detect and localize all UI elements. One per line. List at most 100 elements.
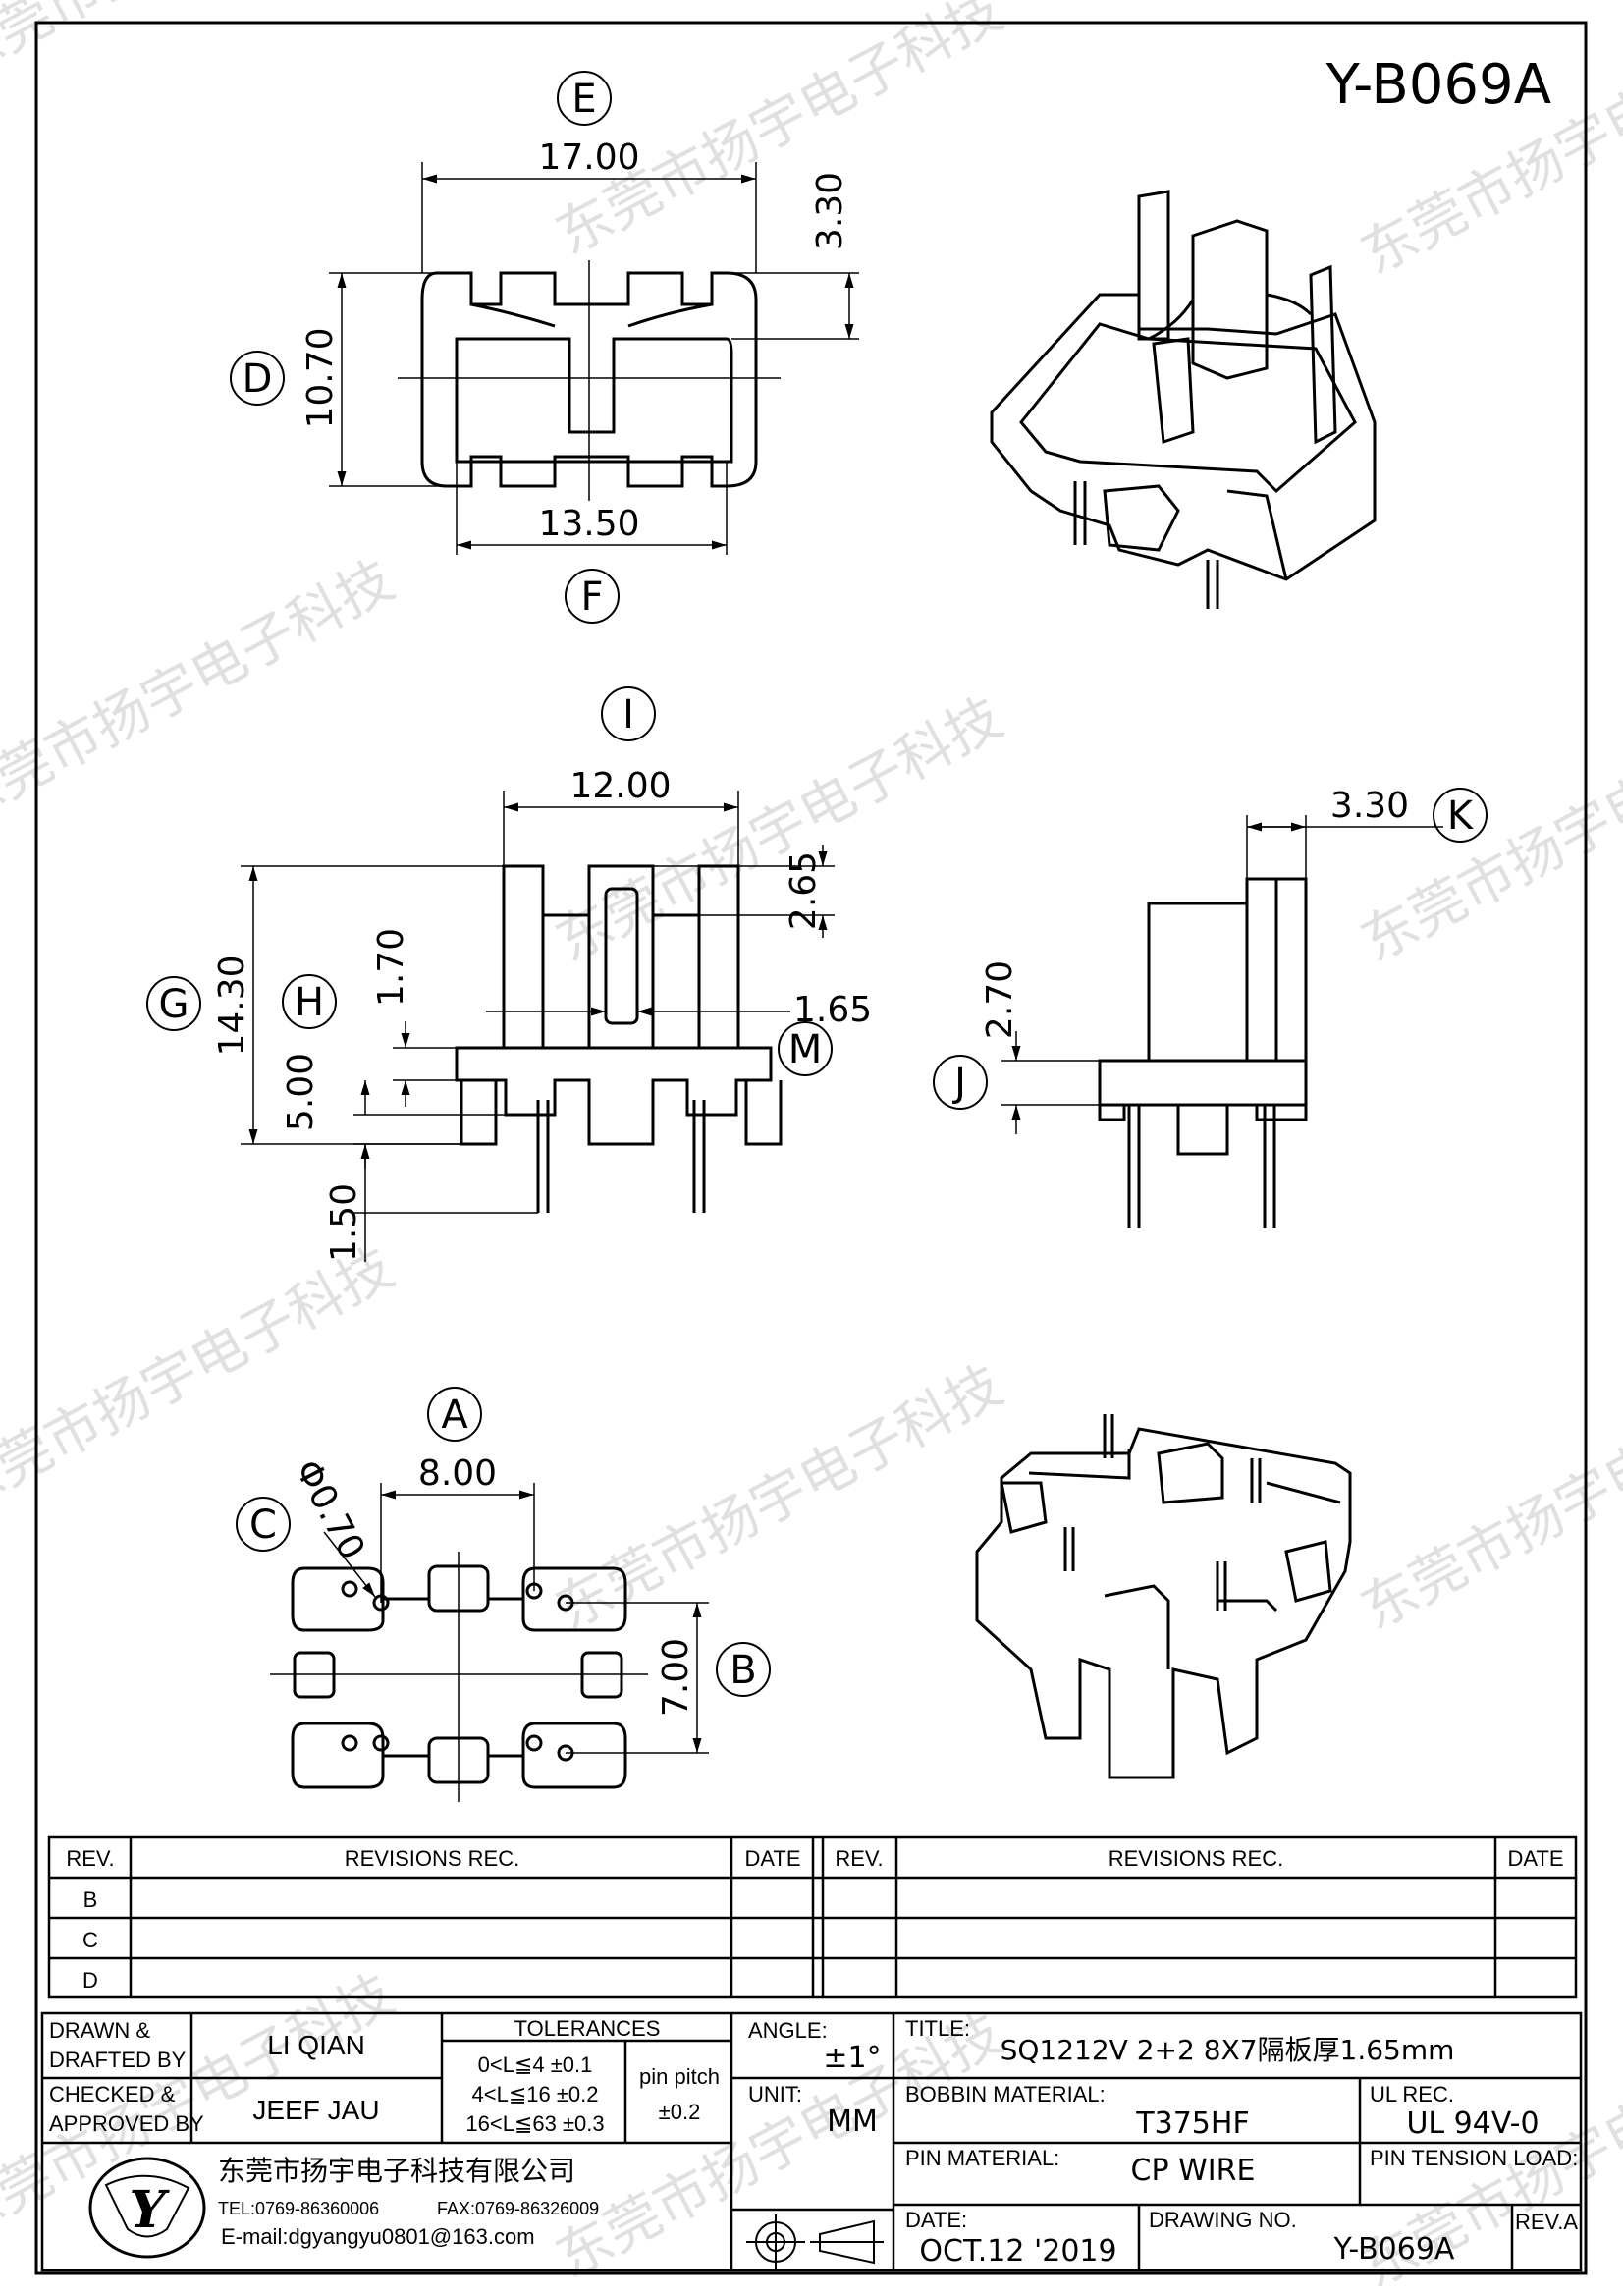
- pin-pitch-value: ±0.2: [659, 2100, 701, 2124]
- title-label: TITLE:: [905, 2016, 970, 2041]
- view-label-D: D: [230, 351, 285, 406]
- dim-front-170: 1.70: [371, 928, 411, 1007]
- rev-row-c: C: [82, 1928, 98, 1952]
- view-label-C: C: [236, 1497, 291, 1552]
- rev-header-date-right: DATE: [1507, 1846, 1563, 1871]
- projection-symbol: [746, 2214, 884, 2269]
- bottom-view-dimensions: [323, 1483, 709, 1754]
- company-tel: TEL:0769-86360006: [218, 2199, 379, 2218]
- top-view-centerlines: [398, 260, 781, 501]
- title-block: [40, 2011, 1583, 2272]
- checked-name: JEEF JAU: [252, 2095, 379, 2125]
- date-label: DATE:: [905, 2208, 967, 2232]
- watermark-text: 东莞市扬宇电子科技: [546, 0, 1013, 267]
- svg-text:F: F: [580, 574, 603, 620]
- dim-front-slot: 2.65: [784, 851, 824, 930]
- unit-label: UNIT:: [748, 2082, 802, 2106]
- front-view: [455, 864, 783, 1213]
- sheet-border: [34, 21, 1588, 2275]
- svg-text:B: B: [730, 1648, 756, 1693]
- front-left-post: [502, 864, 545, 1050]
- drawn-name: LI QIAN: [267, 2030, 365, 2060]
- rev-header-rev-left: REV.: [66, 1846, 114, 1871]
- watermark-text: 东莞市扬宇电子科技: [1351, 685, 1623, 974]
- dim-front-150: 1.50: [324, 1183, 364, 1262]
- dim-top-depth: 3.30: [810, 172, 850, 250]
- watermark-text: 东莞市扬宇电子科技: [0, 548, 405, 837]
- view-label-B: B: [716, 1642, 771, 1697]
- svg-text:H: H: [295, 980, 324, 1025]
- front-slot-inner: [604, 887, 639, 1025]
- side-view: [1098, 877, 1308, 1228]
- angle-label: ANGLE:: [748, 2018, 828, 2043]
- watermark-text: 东莞市扬宇电子科技: [1351, 1353, 1623, 1642]
- dim-front-500: 5.00: [281, 1053, 321, 1131]
- dim-top-height: 10.70: [300, 327, 341, 428]
- ul-rec-value: UL 94V-0: [1406, 2106, 1539, 2141]
- ul-rec-label: UL REC.: [1370, 2082, 1454, 2106]
- angle-value: ±1°: [823, 2041, 881, 2075]
- svg-text:J: J: [951, 1061, 966, 1106]
- dim-bottom-pitch: 8.00: [418, 1453, 497, 1494]
- pin-tension-label: PIN TENSION LOAD:: [1370, 2146, 1578, 2170]
- view-label-F: F: [565, 569, 620, 624]
- isometric-view-bottom: [975, 1414, 1352, 1779]
- checked-label-2: APPROVED BY: [49, 2111, 204, 2136]
- tolerance-1: 0<L≦4 ±0.1: [478, 2052, 593, 2077]
- dim-top-width: 17.00: [538, 137, 639, 178]
- svg-text:K: K: [1447, 793, 1475, 839]
- company-name: 东莞市扬宇电子科技有限公司: [218, 2155, 575, 2187]
- bobbin-material-label: BOBBIN MATERIAL:: [905, 2082, 1106, 2106]
- drawn-label-2: DRAFTED BY: [49, 2048, 187, 2072]
- front-base: [455, 1046, 773, 1146]
- dim-top-bottom: 13.50: [538, 504, 639, 544]
- view-label-G: G: [146, 976, 201, 1031]
- drawing-no-value: Y-B069A: [1333, 2232, 1455, 2267]
- watermark-text: 东莞市扬宇电子科技: [546, 685, 1013, 974]
- dim-side-270: 2.70: [980, 960, 1020, 1039]
- company-email: E-mail:dgyangyu0801@163.com: [221, 2224, 535, 2249]
- company-logo: Y: [88, 2157, 206, 2259]
- pin-material-label: PIN MATERIAL:: [905, 2146, 1059, 2170]
- view-label-K: K: [1433, 788, 1488, 843]
- company-fax: FAX:0769-86326009: [437, 2199, 599, 2218]
- watermark-text: 东莞市扬宇电子科技: [0, 1235, 405, 1524]
- svg-text:M: M: [788, 1027, 823, 1072]
- bottom-view-centerlines: [270, 1552, 648, 1802]
- rev-row-b: B: [83, 1887, 98, 1912]
- watermark-text: 东莞市扬宇电子科技: [546, 1353, 1013, 1642]
- revisions-table: [47, 1835, 1578, 1999]
- svg-text:C: C: [249, 1503, 277, 1548]
- dim-bottom-hole: Φ0.70: [287, 1453, 372, 1566]
- svg-text:A: A: [441, 1393, 468, 1438]
- rev-header-rev-right: REV.: [835, 1846, 883, 1871]
- view-label-J: J: [933, 1055, 988, 1110]
- tolerance-3: 16<L≦63 ±0.3: [465, 2111, 604, 2136]
- rev-label: REV.A: [1515, 2210, 1578, 2234]
- svg-text:G: G: [159, 982, 189, 1027]
- dim-front-165: 1.65: [793, 990, 872, 1030]
- top-view-dimensions: [329, 162, 859, 555]
- tolerances-label: TOLERANCES: [514, 2016, 661, 2041]
- checked-label-1: CHECKED &: [49, 2082, 176, 2106]
- drawn-label-1: DRAWN &: [49, 2018, 150, 2043]
- pin-pitch-label: pin pitch: [639, 2064, 720, 2089]
- view-label-A: A: [427, 1387, 482, 1442]
- bobbin-material-value: T375HF: [1135, 2106, 1249, 2141]
- rev-header-rec-left: REVISIONS REC.: [345, 1846, 519, 1871]
- watermark-text: 东莞市扬宇电子科技: [1351, 0, 1623, 287]
- dim-front-width: 12.00: [569, 766, 671, 806]
- top-view-inner: [455, 337, 733, 464]
- view-label-M: M: [778, 1021, 833, 1076]
- isometric-view-top: [990, 190, 1377, 609]
- view-label-H: H: [282, 974, 337, 1029]
- drawing-id: Y-B069A: [1325, 53, 1551, 117]
- dim-front-total: 14.30: [212, 955, 252, 1056]
- date-value: OCT.12 '2019: [919, 2234, 1116, 2269]
- svg-text:D: D: [243, 356, 273, 402]
- watermark-text: 东莞市扬宇电子科技: [0, 0, 405, 90]
- tolerance-2: 4<L≦16 ±0.2: [472, 2082, 599, 2106]
- dim-side-330: 3.30: [1330, 786, 1409, 826]
- view-label-I: I: [601, 686, 656, 741]
